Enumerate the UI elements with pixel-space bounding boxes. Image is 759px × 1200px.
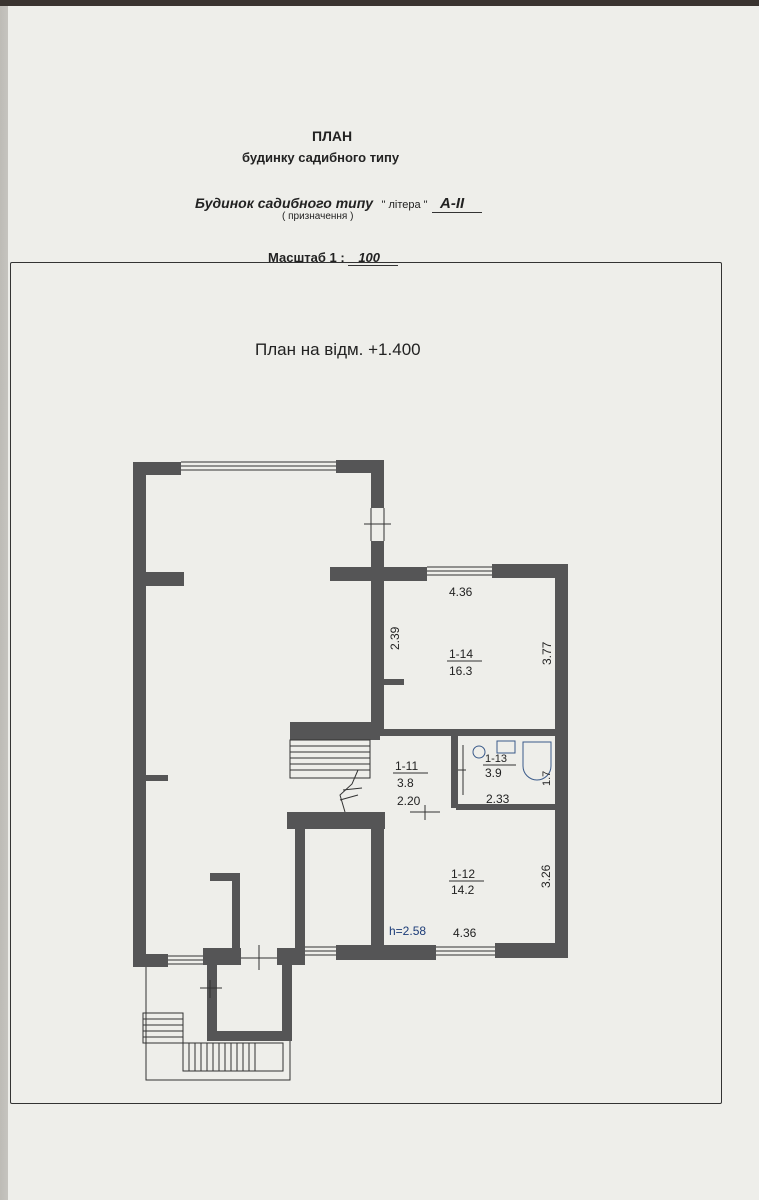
dimension-label: 4.36 <box>449 585 473 599</box>
dimension-label: 4.36 <box>453 926 477 940</box>
room-area: 3.8 <box>397 776 414 790</box>
plan-title: План на відм. +1.400 <box>255 340 421 359</box>
room-id: 1-14 <box>449 647 473 661</box>
drawing-frame <box>10 262 722 1104</box>
document-title: ПЛАН <box>312 128 353 144</box>
dimension-label: 2.20 <box>397 794 421 808</box>
dimension-label: 1.7 <box>541 771 553 786</box>
room-area: 16.3 <box>449 664 473 678</box>
walls <box>133 460 568 1041</box>
scale-value: 100 <box>348 250 399 266</box>
scale-line: Масштаб 1 : 100 <box>268 250 399 266</box>
room-area: 14.2 <box>451 883 475 897</box>
purpose-caption: ( призначення ) <box>282 211 354 222</box>
bathroom-fixtures <box>472 740 552 781</box>
scale-label: Масштаб 1 : <box>268 250 345 265</box>
room-labels: 1-14 16.3 1-11 3.8 1-13 3.9 1-12 14.2 <box>393 647 516 897</box>
windows <box>168 461 495 965</box>
porch-stair <box>142 967 291 1081</box>
litera-value: А-ІІ <box>432 195 483 213</box>
dimension-labels: 4.36 2.39 3.77 2.20 2.33 1.7 3.26 h=2.58… <box>388 585 554 940</box>
dimension-label: 3.77 <box>540 641 554 665</box>
ceiling-height-label: h=2.58 <box>389 924 426 938</box>
room-area: 3.9 <box>485 766 502 780</box>
room-id: 1-11 <box>395 759 418 773</box>
room-id: 1-13 <box>485 753 507 765</box>
dimension-label: 2.33 <box>486 792 510 806</box>
room-id: 1-12 <box>451 867 475 881</box>
shower-icon <box>522 741 552 781</box>
sink-icon <box>496 740 516 754</box>
purpose-value: Будинок садибного типу <box>195 195 374 211</box>
document-subtitle: будинку садибного типу <box>242 150 400 165</box>
toilet-icon <box>472 745 486 759</box>
litera-label: " літера " <box>381 199 428 211</box>
dimension-label: 3.26 <box>539 864 553 888</box>
door-marks <box>200 508 466 998</box>
dimension-label: 2.39 <box>388 626 402 650</box>
interior-stair <box>289 739 371 813</box>
purpose-line: Будинок садибного типу " літера " А-ІІ <box>195 195 483 213</box>
